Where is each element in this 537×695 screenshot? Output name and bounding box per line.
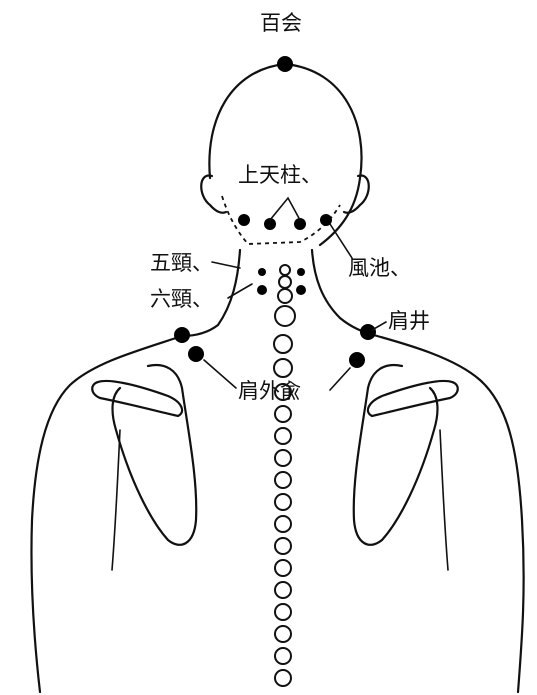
vertebra: [275, 428, 291, 444]
left-inner-arm: [112, 430, 120, 570]
spine: [274, 265, 295, 686]
leader-fuchi: [330, 224, 352, 258]
leader-kami-tenchu: [270, 198, 300, 220]
left-ear: [201, 176, 226, 213]
vertebra: [275, 450, 291, 466]
acupoint-kensei-right: [360, 324, 376, 340]
right-scapula-spine: [368, 381, 458, 416]
vertebra: [279, 276, 291, 288]
vertebra: [275, 406, 291, 422]
acupoint-roku-kei-left: [257, 285, 267, 295]
acupoint-roku-kei-right: [296, 285, 306, 295]
vertebra: [275, 648, 291, 664]
acupoint-ken-gai-yu-right: [349, 352, 365, 368]
leader-go-kei: [212, 262, 240, 268]
acupoint-go-kei-right: [297, 268, 305, 276]
label-fuchi: 風池、: [348, 256, 411, 280]
acupoint-ken-gai-yu-left: [188, 346, 204, 362]
leader-kensei: [372, 322, 386, 330]
vertebra: [275, 560, 291, 576]
vertebra: [275, 516, 291, 532]
acupoint-baihui: [277, 56, 293, 72]
left-scapula-spine: [92, 381, 182, 416]
vertebra: [275, 626, 291, 642]
label-baihui: 百会: [260, 11, 302, 35]
label-ken-gai-yu: 肩外兪: [238, 379, 301, 403]
right-inner-arm: [440, 430, 448, 570]
leader-ken-gai-yu-left: [204, 360, 236, 388]
leader-roku-kei: [228, 284, 252, 298]
label-kensei: 肩井: [388, 309, 430, 333]
label-kami-tenchu: 上天柱、: [238, 163, 322, 187]
label-go-kei: 五頸、: [150, 251, 213, 275]
vertebra: [280, 265, 290, 275]
vertebra: [274, 359, 292, 377]
acupoint-go-kei-left: [258, 268, 266, 276]
vertebra: [278, 289, 292, 303]
leader-ken-gai-yu-right: [330, 368, 350, 390]
vertebra: [275, 582, 291, 598]
vertebra: [275, 472, 291, 488]
vertebra: [275, 494, 291, 510]
vertebra: [275, 604, 291, 620]
vertebra: [275, 538, 291, 554]
vertebra: [274, 335, 292, 353]
label-roku-kei: 六頸、: [150, 287, 213, 311]
head-outline: [209, 64, 361, 245]
acupoint-kensei-left: [174, 327, 190, 343]
right-shoulder-arm: [370, 334, 524, 692]
acupoint-fuchi-left: [238, 214, 250, 226]
vertebra: [275, 306, 295, 326]
left-shoulder-arm: [31, 336, 182, 692]
vertebra: [275, 670, 291, 686]
